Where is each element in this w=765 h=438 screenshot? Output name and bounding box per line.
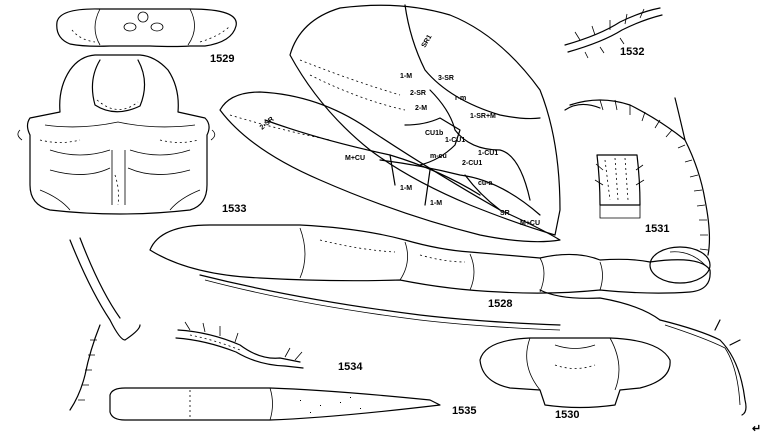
figure-1528-body <box>149 224 711 294</box>
figure-1533-mesosoma-dorsal <box>17 54 216 215</box>
figure-1530-head-frontal <box>479 337 671 409</box>
label-1535: 1535 <box>452 405 476 417</box>
svg-text:m-cu: m-cu <box>430 153 447 160</box>
svg-text:1-SR+M: 1-SR+M <box>470 113 496 120</box>
figure-1528-hindwing: 2-SR M+CU 1-M cu-a 1-M SR M+CU <box>219 91 561 243</box>
figure-1529-head-dorsal <box>56 8 237 48</box>
label-1532: 1532 <box>620 46 644 58</box>
label-1528: 1528 <box>488 298 512 310</box>
figure-1535-ovipositor-sheath <box>109 387 441 421</box>
figure-1534-tarsus <box>175 321 304 369</box>
label-1529: 1529 <box>210 53 234 65</box>
svg-text:1-CU1: 1-CU1 <box>478 150 498 157</box>
svg-text:SR: SR <box>500 210 510 217</box>
svg-text:M+CU: M+CU <box>520 220 540 227</box>
svg-text:1-M: 1-M <box>430 200 442 207</box>
svg-text:2-M: 2-M <box>415 105 427 112</box>
svg-text:2-CU1: 2-CU1 <box>462 160 482 167</box>
svg-text:1-M: 1-M <box>400 73 412 80</box>
svg-text:SR1: SR1 <box>421 34 434 49</box>
figure-1531-tibia-detail <box>594 154 645 219</box>
svg-text:1-M: 1-M <box>400 185 412 192</box>
svg-text:r-m: r-m <box>455 95 466 102</box>
figure-1528-forewing: SR1 3-SR 1-M 2-SR 2-M r-m 1-SR+M CU1b 1-… <box>289 4 561 236</box>
corner-mark: ↵ <box>752 423 761 435</box>
svg-text:cu-a: cu-a <box>478 180 493 187</box>
svg-text:2-SR: 2-SR <box>410 90 426 97</box>
label-1534: 1534 <box>338 361 363 373</box>
figure-1532-antenna-segment <box>564 7 663 59</box>
figure-1528-antenna <box>564 97 711 256</box>
figure-1528-ovipositor-legs <box>69 237 747 416</box>
svg-text:3-SR: 3-SR <box>438 75 454 82</box>
svg-text:M+CU: M+CU <box>345 155 365 162</box>
svg-text:1-CU1: 1-CU1 <box>445 137 465 144</box>
label-1531: 1531 <box>645 223 669 235</box>
label-1530: 1530 <box>555 409 579 421</box>
svg-text:2-SR: 2-SR <box>259 116 276 132</box>
svg-text:CU1b: CU1b <box>425 130 443 137</box>
label-1533: 1533 <box>222 203 246 215</box>
